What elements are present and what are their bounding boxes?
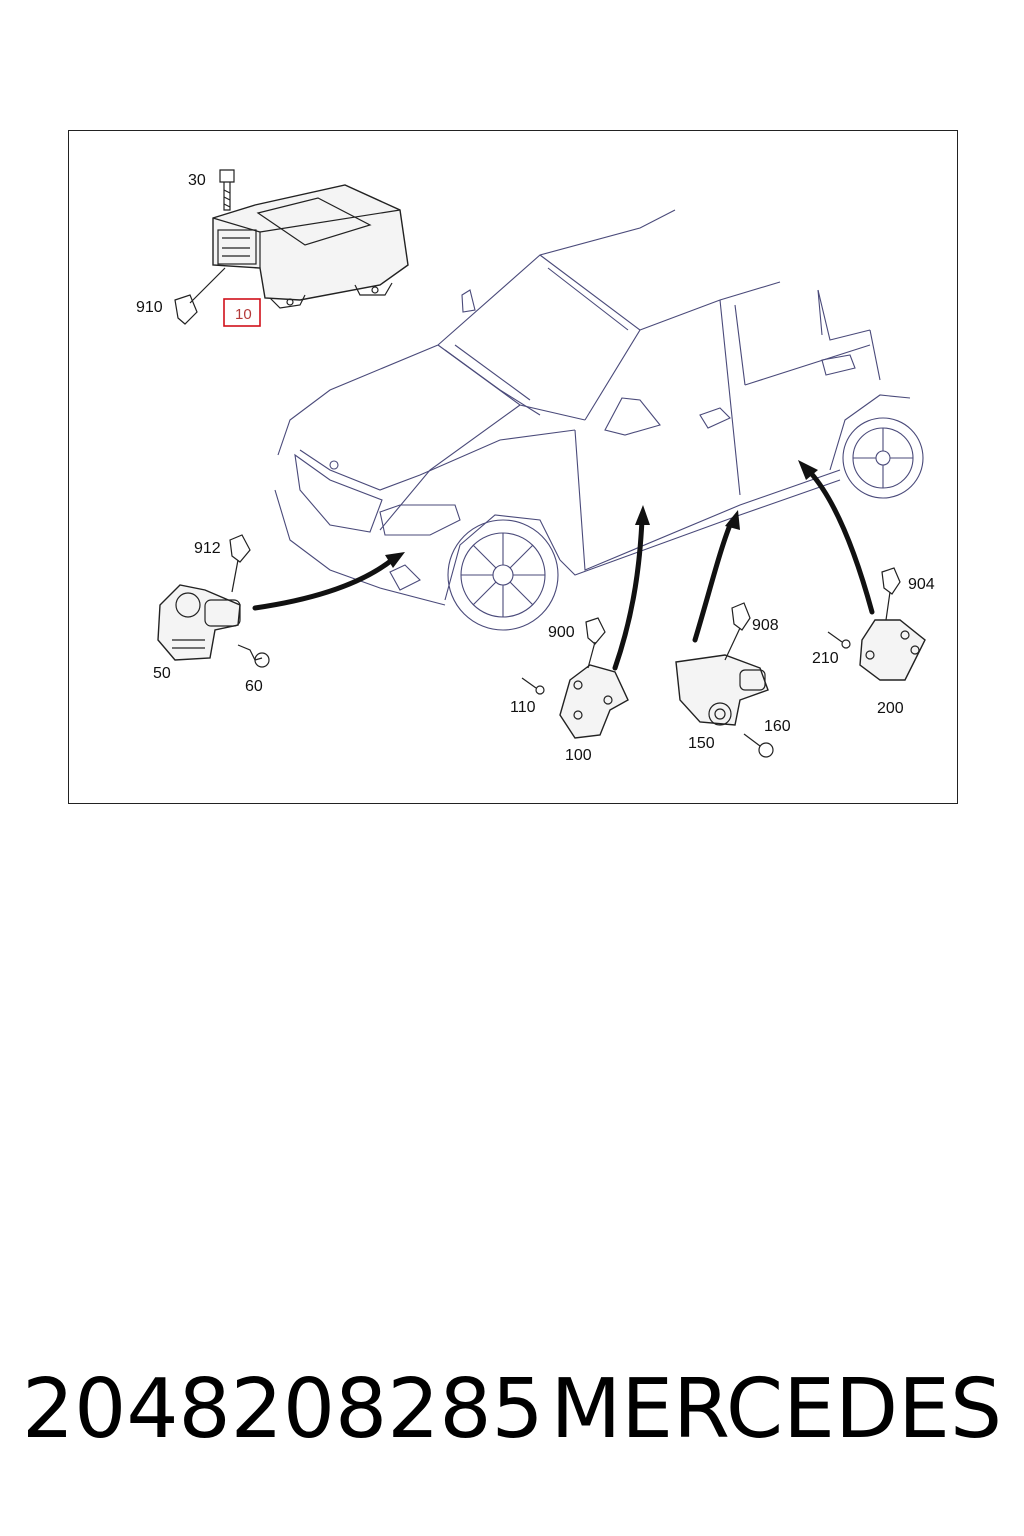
side-pressure-sensor-150 xyxy=(675,654,769,726)
arrow-150 xyxy=(692,522,733,643)
part-number: 2048208285 xyxy=(22,1362,544,1457)
callout-912: 912 xyxy=(194,540,221,557)
callout-110: 110 xyxy=(510,699,536,716)
callout-900: 900 xyxy=(548,624,575,641)
rear-side-sensor-200 xyxy=(859,619,926,681)
bolt-60-icon xyxy=(237,644,270,668)
arrow-150-head xyxy=(725,510,740,530)
callout-210: 210 xyxy=(812,650,839,667)
front-crash-sensor-50 xyxy=(157,584,241,661)
connector-912-icon xyxy=(229,534,251,593)
highlight-box-10 xyxy=(223,298,261,327)
arrow-100-head xyxy=(635,505,650,525)
arrow-200-head xyxy=(798,460,818,480)
callout-10: 10 xyxy=(235,306,252,323)
brand-name: MERCEDES xyxy=(550,1362,1002,1457)
connector-910-icon xyxy=(174,267,226,325)
arrow-200 xyxy=(807,469,875,615)
arrow-50 xyxy=(252,557,395,611)
callout-908: 908 xyxy=(752,617,779,634)
arrow-100 xyxy=(612,517,645,671)
bolt-160-icon xyxy=(743,733,774,758)
connector-908-icon xyxy=(724,602,751,661)
side-crash-sensor-100 xyxy=(559,664,629,739)
screw-110-icon xyxy=(521,677,545,695)
callout-30: 30 xyxy=(188,172,206,189)
callout-60: 60 xyxy=(245,678,263,695)
airbag-control-unit xyxy=(212,184,409,309)
connector-904-icon xyxy=(881,567,901,621)
screw-210-icon xyxy=(827,631,851,649)
callout-904: 904 xyxy=(908,576,935,593)
bolt-30-icon xyxy=(219,169,235,211)
callout-160: 160 xyxy=(764,718,791,735)
connector-900-icon xyxy=(585,617,606,669)
callout-200: 200 xyxy=(877,700,904,717)
callout-100: 100 xyxy=(565,747,592,764)
car-outline xyxy=(274,209,924,631)
callout-910: 910 xyxy=(136,299,163,316)
arrow-50-head xyxy=(385,552,405,568)
callout-50: 50 xyxy=(153,665,171,682)
callout-150: 150 xyxy=(688,735,715,752)
